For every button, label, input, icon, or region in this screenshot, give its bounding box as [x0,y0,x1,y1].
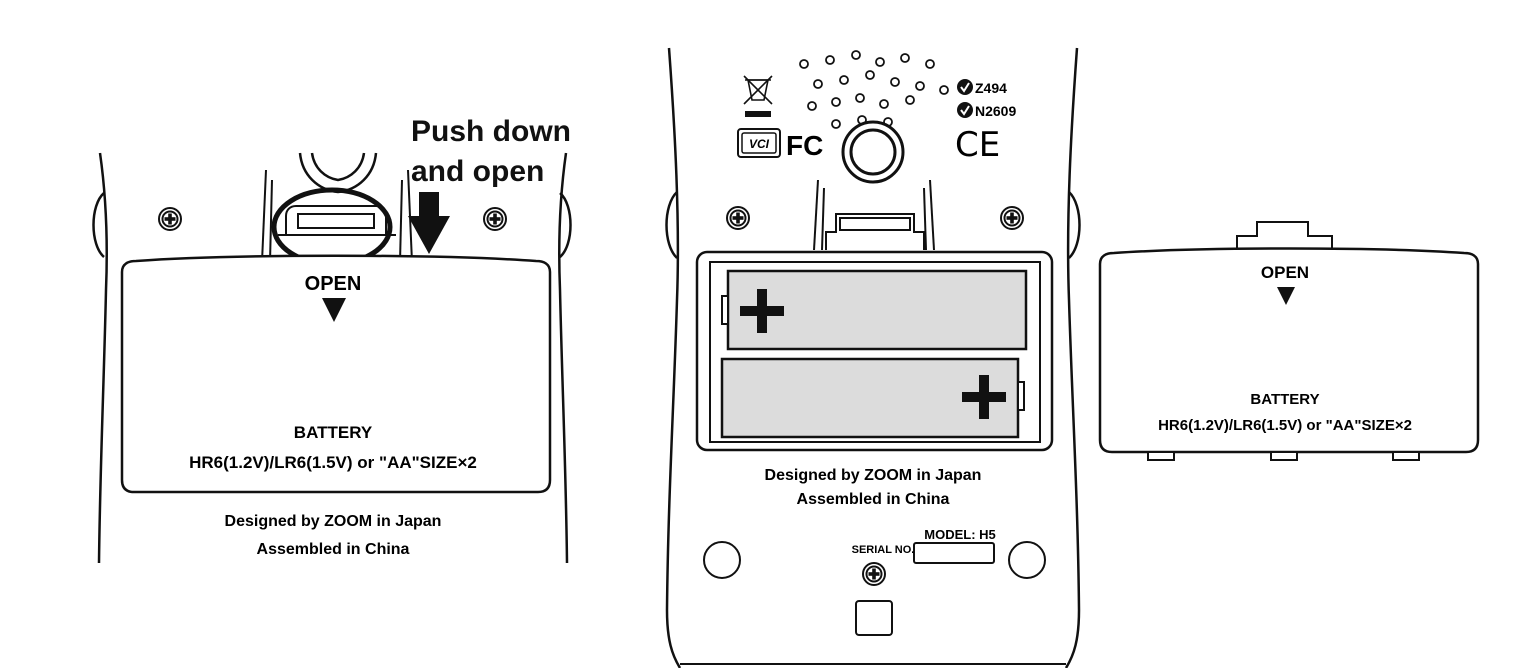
cert-z-text: Z494 [975,80,1007,96]
center-latch[interactable] [825,213,925,250]
center-assembled-in-text: Assembled in China [797,491,950,508]
weee-bin-icon [743,75,773,117]
battery-cell [720,357,1025,439]
center-body-outline-left [665,47,682,669]
screw-icon [862,562,886,586]
open-triangle-icon [322,298,346,322]
right-battery-spec: HR6(1.2V)/LR6(1.5V) or "AA"SIZE×2 [1158,417,1412,434]
right-open-label: OPEN [1261,263,1309,282]
screw-icon [726,206,750,230]
c-tick-icon [957,79,973,95]
cert-n-text: N2609 [975,103,1016,119]
assembled-in-text: Assembled in China [257,541,410,558]
center-body-outline-right [1064,47,1081,669]
left-body-outline-right [558,152,569,564]
center-panel: VCI FC Z494 N2609 CE [665,47,1081,669]
fc-mark: FC [786,130,823,161]
mount-hole [1008,541,1046,579]
model-plate [913,542,995,564]
mount-hole [703,541,741,579]
right-cover-tab [1236,221,1333,254]
open-triangle-icon [1277,287,1295,305]
right-side-bump [559,192,572,258]
battery-cell [721,269,1028,351]
center-side-bump-right [1068,191,1081,259]
mic-ring-partial [298,152,378,194]
left-panel: OPEN Push down and open BATTERY HR6(1.2V… [92,115,572,564]
c-tick-icon [957,102,973,118]
tripod-socket [855,600,893,636]
latch[interactable] [278,205,396,236]
removed-battery-cover [1098,247,1480,454]
battery-title: BATTERY [294,423,373,442]
model-label: MODEL: H5 [924,527,996,542]
open-label: OPEN [305,273,362,295]
screw-icon [158,207,182,231]
center-side-bump-left [665,191,678,259]
left-body-outline [97,152,108,564]
vcci-mark: VCI [737,128,781,158]
plus-icon [740,289,784,333]
callout-line-2: and open [411,155,544,188]
svg-text:VCI: VCI [749,137,770,151]
right-battery-title: BATTERY [1250,391,1319,408]
arrow-down-icon [408,192,450,254]
serial-label: SERIAL NO. [852,544,915,556]
right-panel: OPEN BATTERY HR6(1.2V)/LR6(1.5V) or "AA"… [1098,221,1480,461]
screw-icon [1000,206,1024,230]
left-side-bump [92,192,105,258]
mic-ring-partial-inner [310,152,366,182]
battery-cover[interactable] [120,254,552,494]
plus-icon [962,375,1006,419]
battery-spec: HR6(1.2V)/LR6(1.5V) or "AA"SIZE×2 [189,453,477,472]
center-designed-by-text: Designed by ZOOM in Japan [765,467,982,484]
ce-mark: CE [955,125,1000,165]
screw-icon [483,207,507,231]
speaker-grille [799,50,949,129]
callout-line-1: Push down [411,115,571,148]
designed-by-text: Designed by ZOOM in Japan [225,513,442,530]
